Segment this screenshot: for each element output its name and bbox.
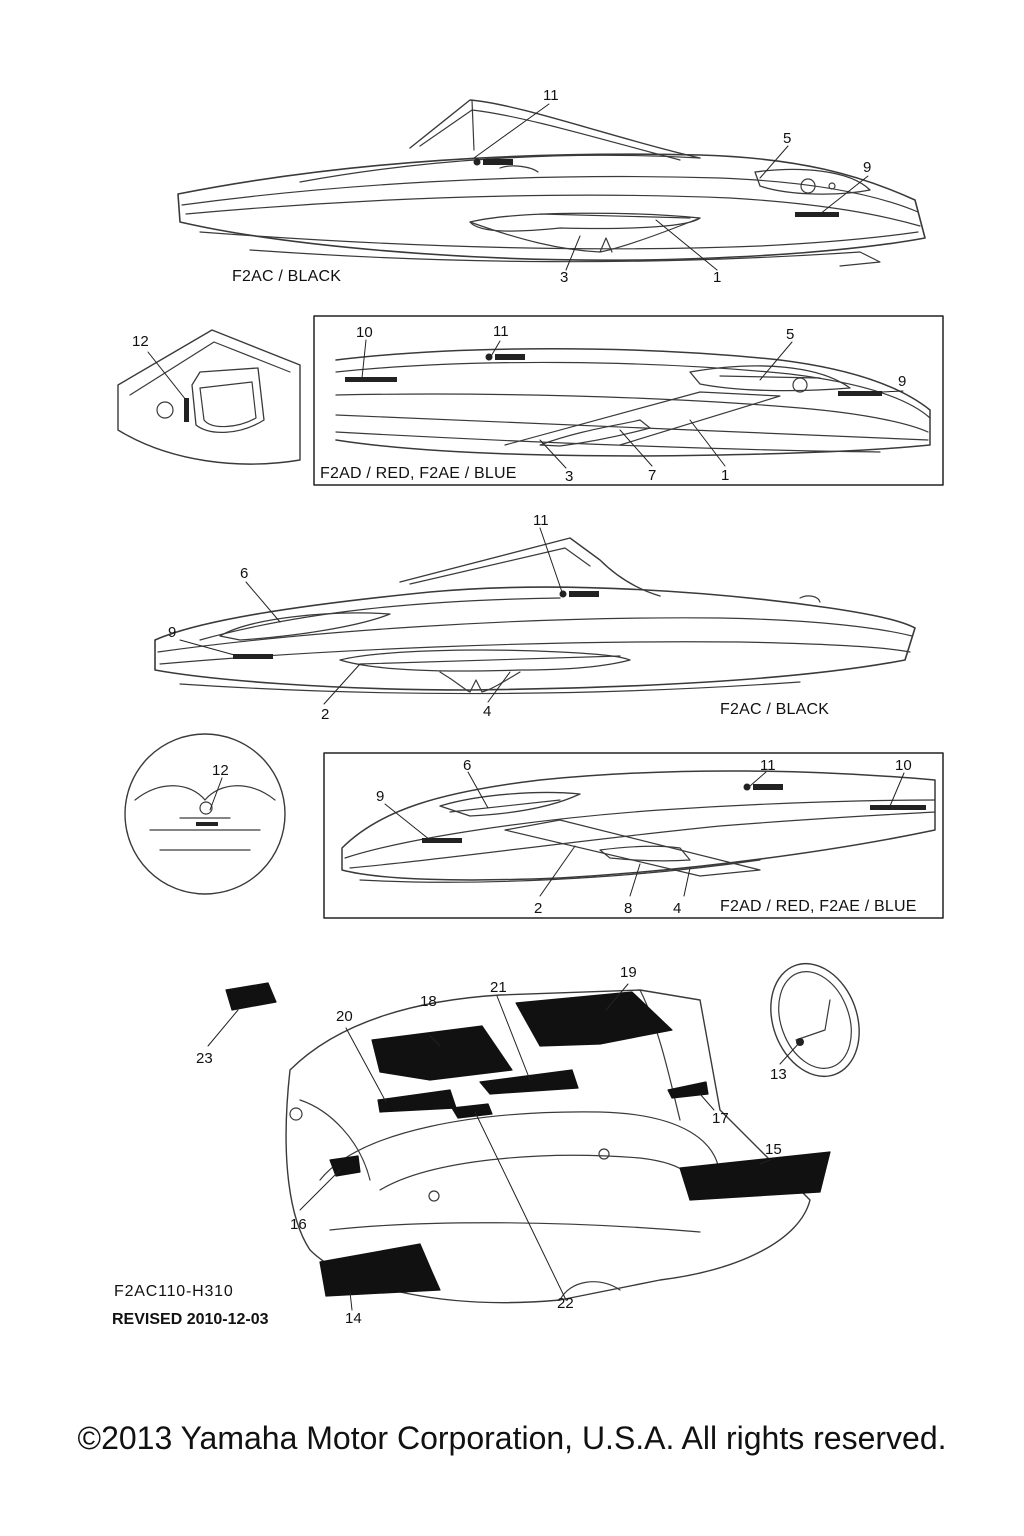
callout-5: 5 [786, 326, 795, 343]
detail-frame-2 [323, 752, 944, 919]
callout-3: 3 [565, 468, 574, 485]
mats [225, 982, 831, 1297]
callout-20: 20 [336, 1008, 353, 1025]
callout-9: 9 [898, 373, 907, 390]
callout-11: 11 [760, 757, 776, 774]
mat-18 [371, 1025, 513, 1081]
callout-1: 1 [713, 269, 722, 286]
callout-8: 8 [624, 900, 633, 917]
callout-2: 2 [534, 900, 543, 917]
callout-2: 2 [321, 706, 330, 723]
callout-9: 9 [863, 159, 872, 176]
boat-hull-view-4 [341, 770, 936, 883]
variant-label: F2AD / RED, F2AE / BLUE [720, 898, 917, 915]
callout-19: 19 [620, 964, 637, 981]
mat-21 [479, 1069, 579, 1095]
revised-date: REVISED 2010-12-03 [112, 1311, 269, 1328]
callout-22: 22 [557, 1295, 574, 1312]
callout-21: 21 [490, 979, 507, 996]
callout-4: 4 [483, 703, 492, 720]
boat-hull-view-2 [335, 348, 931, 457]
leader-lines [147, 103, 905, 1311]
callout-16: 16 [290, 1216, 307, 1233]
variant-label: F2AC / BLACK [720, 701, 830, 718]
callout-12: 12 [132, 333, 149, 350]
callout-11: 11 [493, 323, 509, 340]
variant-label: F2AC / BLACK [232, 268, 342, 285]
callout-4: 4 [673, 900, 682, 917]
interior-view [285, 962, 860, 1304]
callout-14: 14 [345, 1310, 362, 1327]
callout-7: 7 [648, 467, 657, 484]
callout-9: 9 [376, 788, 385, 805]
callout-9: 9 [168, 624, 177, 641]
callout-13: 13 [770, 1066, 787, 1083]
callout-10: 10 [356, 324, 373, 341]
mat-17 [667, 1081, 709, 1099]
mat-15 [679, 1151, 831, 1201]
callout-11: 11 [543, 87, 559, 104]
drawing-code: F2AC110-H310 [114, 1283, 234, 1300]
callout-23: 23 [196, 1050, 213, 1067]
callout-12: 12 [212, 762, 229, 779]
variant-label: F2AD / RED, F2AE / BLUE [320, 465, 517, 482]
callout-3: 3 [560, 269, 569, 286]
mat-20 [377, 1089, 457, 1113]
bow-detail-2 [124, 733, 286, 895]
boat-hull-view-1 [177, 99, 926, 267]
copyright-notice: ©2013 Yamaha Motor Corporation, U.S.A. A… [77, 1420, 947, 1456]
callout-15: 15 [765, 1141, 782, 1158]
detail-frame-1 [313, 315, 944, 486]
callout-17: 17 [712, 1110, 729, 1127]
callout-1: 1 [721, 467, 730, 484]
boat-hull-view-3 [154, 537, 916, 695]
callout-6: 6 [240, 565, 249, 582]
callout-18: 18 [420, 993, 437, 1010]
mat-22 [451, 1103, 493, 1119]
callout-6: 6 [463, 757, 472, 774]
callout-10: 10 [895, 757, 912, 774]
callout-11: 11 [533, 512, 549, 529]
mat-14 [319, 1243, 441, 1297]
mat-19 [515, 991, 673, 1047]
mat-16 [329, 1155, 361, 1177]
bow-detail-1 [117, 329, 301, 465]
mat-23 [225, 982, 277, 1011]
callout-5: 5 [783, 130, 792, 147]
